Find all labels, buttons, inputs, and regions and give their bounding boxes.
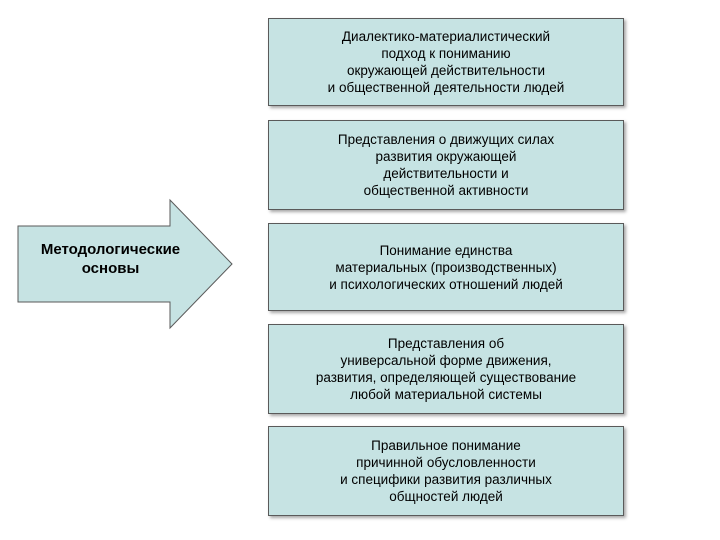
concept-box-universal-motion: Представления об универсальной форме дви… (268, 324, 624, 414)
box-text: Понимание единства материальных (произво… (329, 242, 563, 292)
box-text: Представления о движущих силах развития … (337, 132, 555, 198)
concept-box-causality: Правильное понимание причинной обусловле… (268, 426, 624, 516)
box-text: Диалектико-материалистический подход к п… (327, 29, 565, 95)
box-text: Правильное понимание причинной обусловле… (340, 438, 552, 504)
concept-box-dialectical-approach: Диалектико-материалистический подход к п… (268, 18, 624, 106)
concept-box-driving-forces: Представления о движущих силах развития … (268, 120, 624, 210)
arrow-label: Методологические основы (40, 241, 181, 277)
box-text: Представления об универсальной форме дви… (315, 336, 577, 402)
arrow-shape (17, 198, 233, 330)
concept-box-unity-relations: Понимание единства материальных (произво… (268, 223, 624, 311)
